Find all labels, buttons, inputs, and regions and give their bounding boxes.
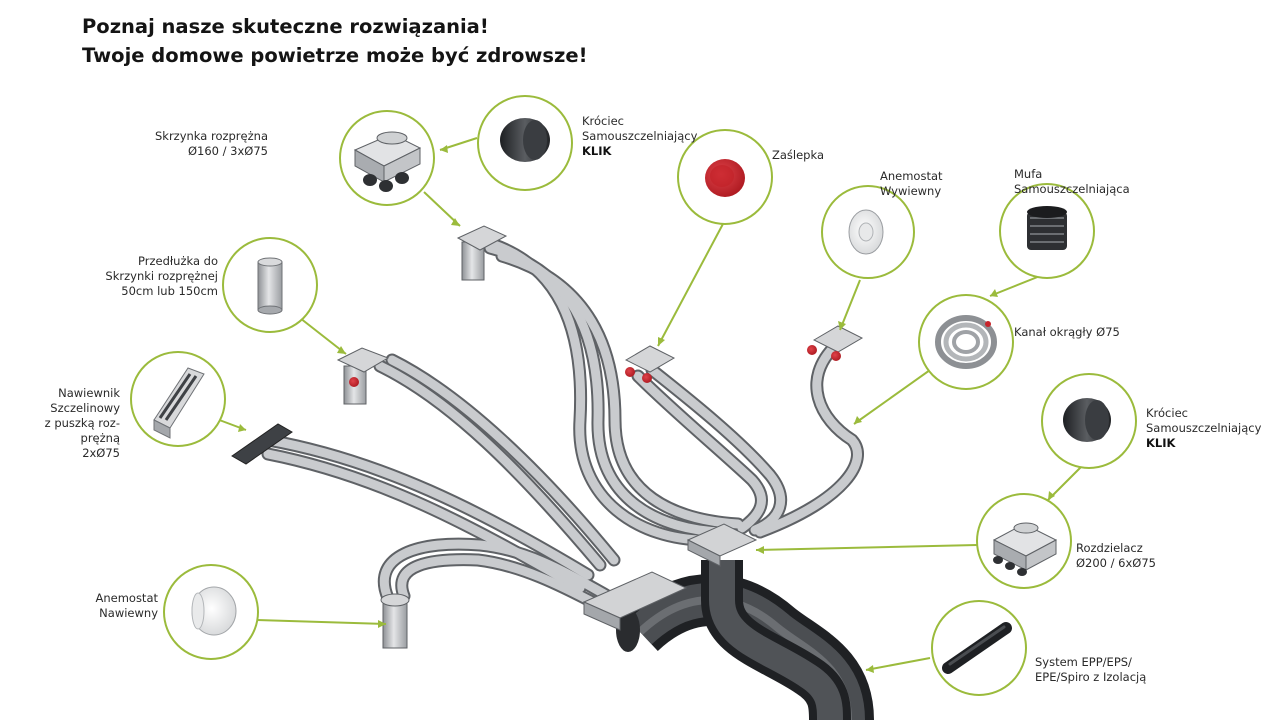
coupling-icon (1027, 206, 1067, 250)
supply-anemostat-on-scene (380, 593, 410, 649)
slot-diffuser-on-scene (231, 423, 293, 465)
label-zaslepka: Zaślepka (772, 148, 824, 162)
duct-runs (261, 233, 864, 612)
end-cap-icon (705, 159, 745, 197)
title-line-2: Twoje domowe powietrze może być zdrowsze… (82, 44, 588, 67)
plenum-right (807, 325, 864, 361)
label-krociec-top-bold: KLIK (582, 144, 612, 158)
circle-zaslepka[interactable] (677, 129, 773, 225)
circle-skrzynka[interactable] (339, 110, 435, 206)
supply-diffuser-icon (191, 586, 237, 636)
label-mufa: Mufa Samouszczelniająca (1014, 167, 1130, 196)
insulated-pipe-icon (942, 622, 1012, 674)
label-kanal: Kanał okrągły Ø75 (1014, 325, 1120, 339)
circle-anemostat-nawiewny[interactable] (163, 564, 259, 660)
insulated-trunk (616, 560, 874, 720)
circle-kanal[interactable] (918, 294, 1014, 390)
title-line-1: Poznaj nasze skuteczne rozwiązania! (82, 15, 489, 38)
distributor-right (686, 523, 758, 567)
circle-krociec-right[interactable] (1041, 373, 1137, 469)
label-anemostat-wywiewny: Anemostat Wywiewny (880, 169, 943, 198)
label-krociec-right-bold: KLIK (1146, 436, 1176, 450)
page-title: Poznaj nasze skuteczne rozwiązania! Twoj… (82, 12, 587, 70)
socket-icon (1063, 398, 1111, 442)
distributor-left (582, 571, 688, 631)
circle-przedluzka[interactable] (222, 237, 318, 333)
plenum-center-left (336, 347, 390, 405)
label-nawiewnik: Nawiewnik Szczelinowy z puszką roz- pręż… (44, 386, 120, 460)
slot-diffuser-icon (153, 367, 205, 439)
label-skrzynka: Skrzynka rozprężna Ø160 / 3xØ75 (154, 129, 268, 158)
circle-nawiewnik[interactable] (130, 351, 226, 447)
label-krociec-top: Króciec Samouszczelniający KLIK (582, 114, 698, 158)
circle-mufa[interactable] (999, 183, 1095, 279)
distributor-icon (992, 522, 1058, 576)
circle-krociec-top[interactable] (477, 95, 573, 191)
socket-icon (500, 118, 550, 162)
label-anemostat-nawiewny: Anemostat Nawiewny (95, 591, 158, 620)
label-przedluzka: Przedłużka do Skrzynki rozprężnej 50cm l… (105, 254, 218, 298)
extension-pipe-icon (257, 257, 283, 315)
label-krociec-right: Króciec Samouszczelniający KLIK (1146, 406, 1262, 450)
circle-system-epp[interactable] (931, 600, 1027, 696)
round-duct-coil-icon (935, 315, 997, 369)
label-system-epp: System EPP/EPS/ EPE/Spiro z Izolacją (1035, 655, 1147, 684)
leader-arrowheads (238, 145, 1055, 673)
circle-rozdzielacz[interactable] (976, 493, 1072, 589)
plenum-top (456, 225, 508, 281)
plenum-box-icon (353, 131, 422, 192)
label-rozdzielacz: Rozdzielacz Ø200 / 6xØ75 (1076, 541, 1156, 570)
plenum-center-right (624, 345, 676, 383)
exhaust-diffuser-icon (848, 209, 884, 255)
circle-anemostat-wywiewny[interactable] (821, 185, 915, 279)
